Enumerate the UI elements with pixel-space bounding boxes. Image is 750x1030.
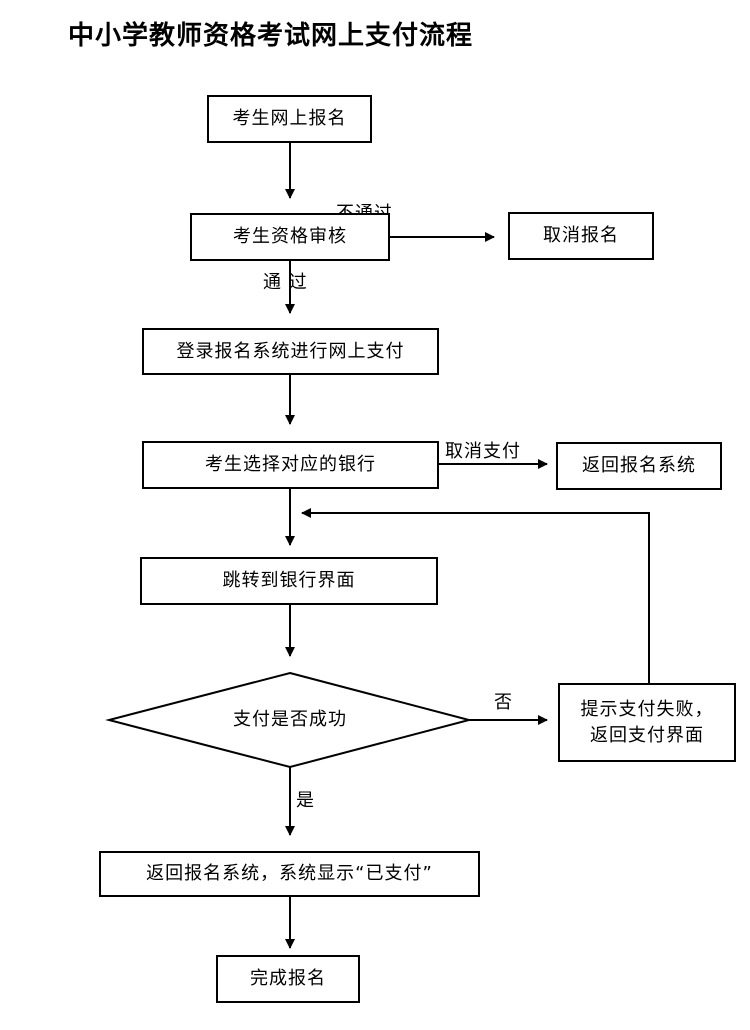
edge-label-pass: 通 过 [263,272,308,293]
edge-label-no: 否 [494,692,513,713]
node-cancel-registration: 取消报名 [508,212,654,260]
node-fail-line-1: 提示支付失败， [580,698,714,720]
node-jump-bank: 跳转到银行界面 [140,557,438,605]
node-fail-line-2: 返回支付界面 [590,724,704,746]
node-decision-label: 支付是否成功 [233,709,347,730]
edge-label-yes: 是 [296,790,315,811]
node-paid: 返回报名系统，系统显示“已支付” [99,851,480,897]
edge-label-not-pass-partial: 不通过 [336,203,393,214]
node-choose-bank: 考生选择对应的银行 [142,441,439,489]
edge-label-cancel-payment: 取消支付 [445,441,521,462]
arrow-fail-loop-back [301,508,650,683]
node-register: 考生网上报名 [207,95,372,143]
node-login-pay: 登录报名系统进行网上支付 [142,328,439,375]
page-title: 中小学教师资格考试网上支付流程 [68,21,474,51]
node-complete: 完成报名 [216,955,360,1003]
node-fail: 提示支付失败， 返回支付界面 [558,683,736,762]
node-return-system: 返回报名系统 [556,442,722,490]
node-review: 考生资格审核 [190,213,390,261]
